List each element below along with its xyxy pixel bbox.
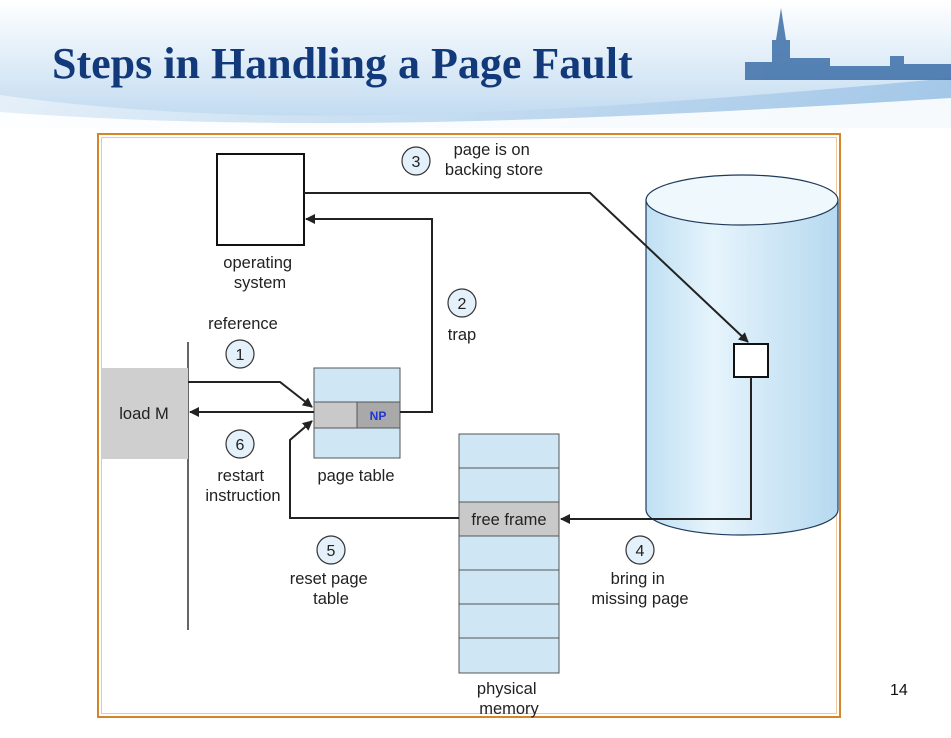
step-4-marker: 4 [625, 535, 655, 565]
arrow-step-4-bring-in [560, 377, 752, 524]
reference-label: reference [208, 315, 278, 333]
arrow-step-1-reference [188, 381, 313, 408]
village-silhouette-icon [745, 8, 951, 80]
step-2-marker: 2 [447, 288, 477, 318]
arrow-step-5-reset-table [289, 420, 459, 519]
arrow-step-2-trap [305, 214, 433, 413]
svg-text:5: 5 [327, 543, 336, 560]
arrow-step-3-backing-store [304, 192, 749, 343]
step-2-label: trap [448, 326, 476, 344]
svg-text:4: 4 [636, 543, 645, 560]
physical-memory-label: physical memory [477, 680, 541, 718]
step-3-label: page is on backing store [445, 141, 543, 179]
operating-system-box [216, 153, 305, 246]
header-banner [0, 0, 951, 128]
load-instruction-label: load M [119, 405, 169, 423]
svg-text:1: 1 [236, 347, 245, 364]
step-6-marker: 6 [225, 429, 255, 459]
svg-text:2: 2 [458, 296, 467, 313]
step-1-marker: 1 [225, 339, 255, 369]
slide-title: Steps in Handling a Page Fault [52, 39, 633, 88]
step-3-marker: 3 [401, 146, 431, 176]
page-table [313, 367, 401, 459]
physical-memory [458, 433, 560, 674]
step-5-label: reset page table [290, 570, 373, 608]
step-4-label: bring in missing page [591, 570, 688, 608]
svg-text:6: 6 [236, 437, 245, 454]
step-5-marker: 5 [316, 535, 346, 565]
page-table-label: page table [317, 467, 394, 485]
operating-system-label: operating system [223, 254, 296, 292]
svg-text:3: 3 [412, 154, 421, 171]
page-table-np-flag: NP [370, 409, 387, 423]
slide-number: 14 [890, 682, 908, 699]
missing-page-block [733, 343, 769, 378]
diagram-frame [97, 133, 841, 718]
step-6-label: restart instruction [205, 467, 280, 505]
load-instruction-box [101, 368, 188, 459]
free-frame-label: free frame [471, 511, 546, 529]
